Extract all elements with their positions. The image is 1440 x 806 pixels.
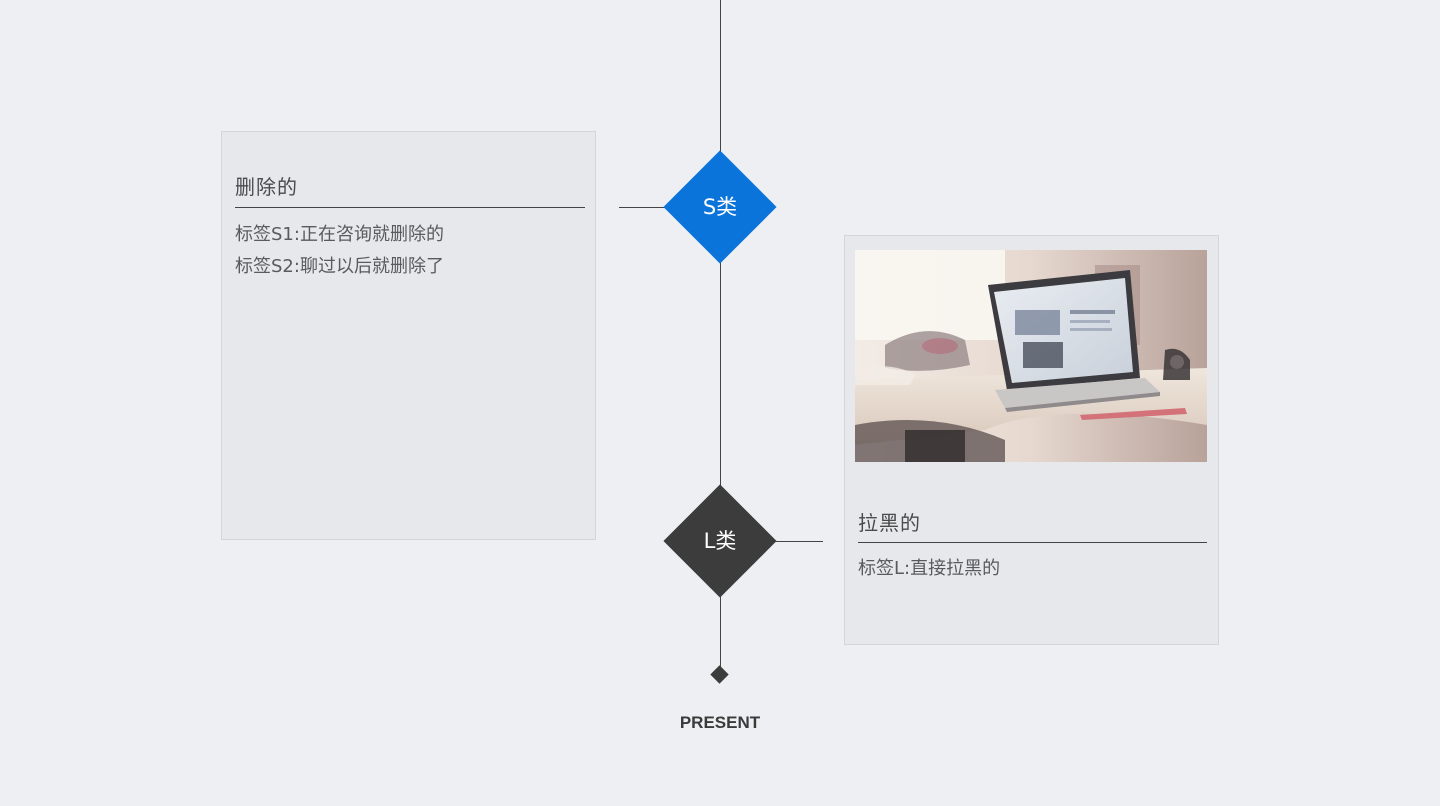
card-l-body: 标签L:直接拉黑的 [858, 553, 1000, 585]
timeline-axis [720, 0, 721, 675]
connector-s [619, 207, 669, 208]
card-l-line-1: 标签L:直接拉黑的 [858, 558, 1001, 579]
timeline-end-label: PRESENT [679, 713, 761, 732]
card-s-line-1: 标签S1:正在咨询就删除的 [235, 224, 444, 245]
diamond-l-label: L类 [703, 529, 737, 553]
card-l-title: 拉黑的 [858, 511, 921, 535]
card-s-line-2: 标签S2:聊过以后就删除了 [235, 256, 444, 277]
card-s: 删除的 标签S1:正在咨询就删除的 标签S2:聊过以后就删除了 [221, 131, 596, 540]
diamond-s-label: S类 [702, 195, 738, 219]
card-l-rule [858, 542, 1207, 543]
card-l: 拉黑的 标签L:直接拉黑的 [844, 235, 1219, 645]
card-s-rule [235, 207, 585, 208]
card-s-title: 删除的 [235, 175, 298, 199]
connector-l [772, 541, 823, 542]
card-s-body: 标签S1:正在咨询就删除的 标签S2:聊过以后就删除了 [235, 219, 444, 283]
timeline-end-marker [710, 665, 729, 684]
laptop-on-desk-photo [855, 250, 1207, 462]
